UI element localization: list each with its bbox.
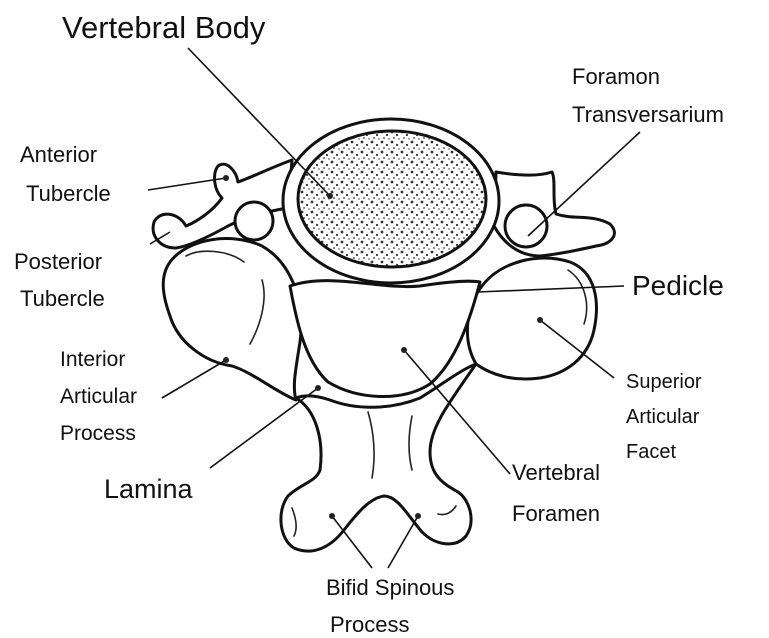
vertebral-body-cancellous xyxy=(298,131,486,267)
label-posterior-tubercle-line1: Posterior xyxy=(14,249,102,274)
anterior-tubercle-dot xyxy=(223,175,229,181)
label-inferior-articular-line3: Process xyxy=(60,422,136,445)
spinous-leader-right xyxy=(388,516,418,568)
label-posterior-tubercle-line2: Tubercle xyxy=(20,286,105,311)
label-pedicle: Pedicle xyxy=(632,270,724,301)
inferior-articular-dot xyxy=(223,357,229,363)
lamina-leader xyxy=(210,388,318,468)
spinous-leader-left xyxy=(332,516,372,568)
label-vertebral-body: Vertebral Body xyxy=(62,10,266,45)
vertebral-body-dot xyxy=(327,193,333,199)
label-lamina: Lamina xyxy=(104,474,194,504)
lamina-dot xyxy=(315,385,321,391)
inferior-articular-leader xyxy=(162,360,226,398)
label-vertebral-foramen-line2: Foramen xyxy=(512,501,600,526)
label-foramen-transversarium-line2: Transversarium xyxy=(572,102,724,127)
left-foramen-transversarium xyxy=(235,202,273,240)
label-superior-articular-line1: Superior xyxy=(626,371,702,393)
label-anterior-tubercle-line2: Tubercle xyxy=(26,181,111,206)
label-bifid-spinous-line1: Bifid Spinous xyxy=(326,575,454,600)
label-inferior-articular-line2: Articular xyxy=(60,385,137,408)
label-bifid-spinous-line2: Process xyxy=(330,612,409,637)
right-articular-process xyxy=(467,258,596,379)
vertebral-foramen-dot xyxy=(401,347,407,353)
superior-articular-dot xyxy=(537,317,543,323)
spinous-right-dot xyxy=(415,513,421,519)
spinous-left-dot xyxy=(329,513,335,519)
label-anterior-tubercle-line1: Anterior xyxy=(20,142,97,167)
left-articular-process xyxy=(163,239,301,400)
left-transverse-process xyxy=(153,160,292,248)
label-superior-articular-line3: Facet xyxy=(626,441,676,463)
right-foramen-transversarium xyxy=(505,205,547,247)
label-superior-articular-line2: Articular xyxy=(626,406,700,428)
label-foramen-transversarium-line1: Foramon xyxy=(572,64,660,89)
label-vertebral-foramen-line1: Vertebral xyxy=(512,460,600,485)
label-inferior-articular-line1: Interior xyxy=(60,348,125,371)
